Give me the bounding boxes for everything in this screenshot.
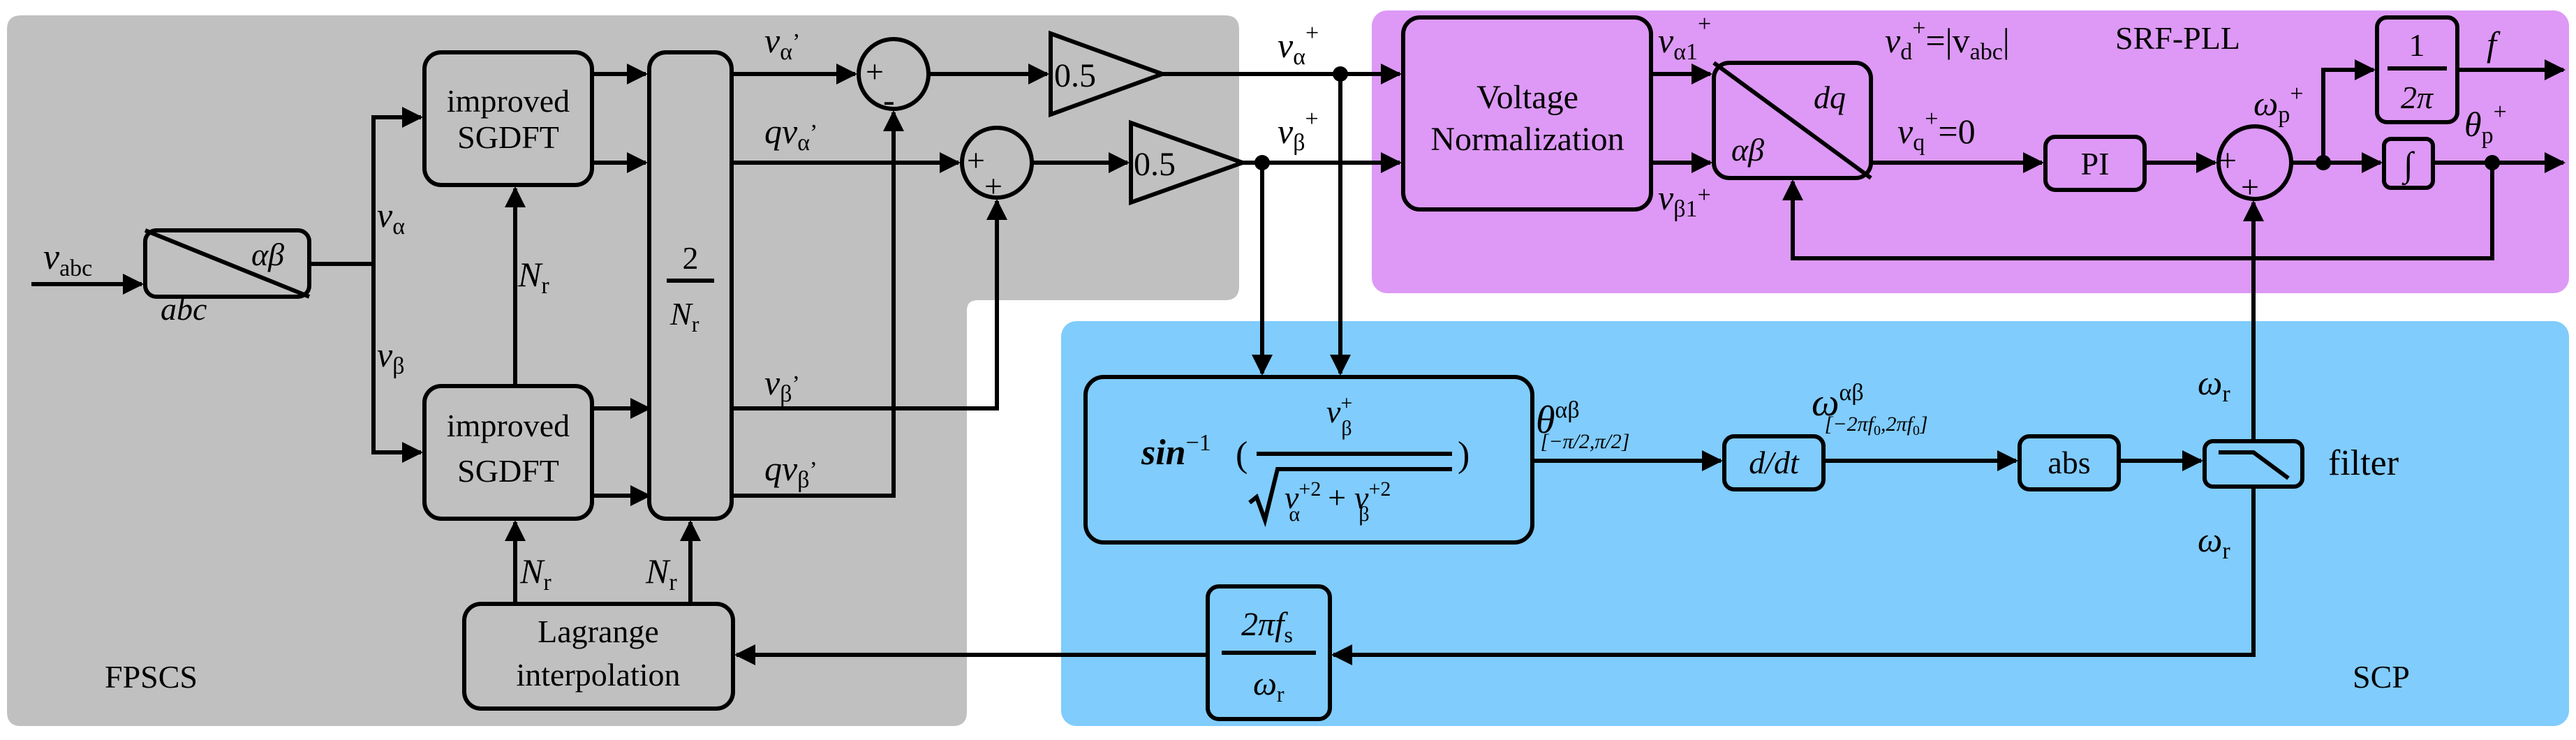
- sgdft-top-block: [422, 50, 594, 187]
- voltage-normalization-block: [1401, 15, 1653, 212]
- arcsin-open-paren: (: [1236, 435, 1248, 475]
- fpscs-region: [7, 15, 1239, 726]
- sum-pll-sign-b: +: [2241, 169, 2259, 205]
- filter-label: filter: [2328, 443, 2399, 483]
- sum-pll-sign-a: +: [2219, 142, 2237, 178]
- filter-icon: [2219, 450, 2290, 480]
- divide-nr-block: [647, 50, 734, 521]
- arcsin-close-paren: ): [1458, 435, 1470, 475]
- sum-top-sign-a: +: [866, 54, 884, 89]
- label-v-beta-prime: vβ’: [764, 363, 800, 407]
- label-qv-alpha-prime: qvα’: [764, 112, 817, 156]
- integrator-label: ∫: [2401, 145, 2415, 186]
- sgdft-bottom-line2: SGDFT: [457, 453, 559, 489]
- junction-omega: [2316, 155, 2331, 170]
- gain-top-label: 0.5: [1054, 57, 1096, 94]
- filter-block: [2203, 439, 2304, 489]
- junction-beta: [1254, 155, 1270, 170]
- gain-top: [1049, 30, 1169, 118]
- junction-theta: [2485, 155, 2500, 170]
- label-omega-p-plus: ωp+: [2253, 81, 2304, 128]
- clarke-diagonal: [144, 228, 311, 299]
- label-omega-r-bottom: ωr: [2198, 520, 2230, 564]
- label-nr-lagrange-1: Nr: [519, 552, 552, 595]
- nr-calc-num: 2πfs: [1241, 606, 1293, 647]
- lagrange-block: [462, 602, 735, 711]
- lagrange-line2: interpolation: [516, 657, 680, 693]
- label-theta-ab: θαβ[−π/2,π/2]: [1536, 397, 1629, 453]
- scp-label: SCP: [2353, 659, 2410, 695]
- label-qv-beta-prime: qvβ’: [764, 449, 817, 493]
- label-omega-r-top: ωr: [2198, 363, 2230, 407]
- label-v-alpha-prime: vα’: [764, 21, 800, 65]
- junction-alpha: [1333, 66, 1348, 82]
- divide-nr-den: Nr: [669, 296, 699, 336]
- label-v-beta1-plus: vβ1+: [1658, 178, 1711, 222]
- park-diagonal: [1712, 61, 1872, 180]
- label-nr-mid: Nr: [517, 255, 549, 299]
- sgdft-top-line2: SGDFT: [457, 119, 559, 155]
- label-v-abc: vabc: [43, 237, 92, 281]
- srf-pll-region: [1372, 10, 2569, 293]
- label-v-beta: vβ: [377, 335, 405, 379]
- sgdft-bottom-block: [422, 384, 594, 521]
- gain-bottom: [1129, 119, 1249, 206]
- gain-2pi-den: 2π: [2401, 80, 2434, 115]
- label-omega-ab: ωαβ[−2πf0,2πf0]: [1812, 380, 1928, 438]
- connections: [31, 59, 2566, 665]
- srf-pll-label: SRF-PLL: [2115, 20, 2240, 56]
- label-v-beta-plus: vβ+: [1278, 106, 1319, 156]
- lagrange-line1: Lagrange: [538, 614, 659, 649]
- clarke-top-label: αβ: [251, 237, 284, 272]
- voltage-norm-line1: Voltage: [1476, 79, 1578, 116]
- label-vd-eq: vd+=|vabc|: [1885, 15, 2010, 65]
- gain-2pi-num: 1: [2409, 27, 2425, 63]
- label-v-alpha: vα: [377, 195, 405, 239]
- sgdft-top-line1: improved: [447, 83, 570, 119]
- arcsin-num: v+β: [1326, 392, 1352, 440]
- pi-label: PI: [2081, 146, 2110, 182]
- sum-bottom-sign-a: +: [967, 142, 985, 178]
- label-vq-eq: vq+=0: [1897, 106, 1976, 156]
- park-bottom-label: αβ: [1731, 132, 1764, 168]
- ddt-label: d/dt: [1749, 445, 1800, 480]
- label-nr-lagrange-2: Nr: [645, 552, 677, 595]
- arcsin-fn: sin−1: [1141, 430, 1211, 473]
- sum-top-sign-b: -: [883, 80, 895, 119]
- sgdft-bottom-line1: improved: [447, 408, 570, 443]
- voltage-norm-line2: Normalization: [1430, 121, 1624, 158]
- divide-nr-num: 2: [683, 240, 699, 276]
- clarke-bottom-label: abc: [161, 291, 207, 327]
- gain-bottom-label: 0.5: [1134, 146, 1176, 183]
- label-v-alpha1-plus: vα1+: [1658, 11, 1711, 65]
- label-v-alpha-plus: vα+: [1278, 20, 1319, 70]
- fpscs-label: FPSCS: [105, 659, 198, 695]
- label-theta-p-plus: θp+: [2464, 99, 2507, 149]
- park-top-label: dq: [1814, 80, 1846, 115]
- nr-calc-den: ωr: [1253, 665, 1285, 706]
- sum-bottom-sign-b: +: [984, 168, 1002, 204]
- arcsin-sqrt: [1248, 467, 1452, 528]
- abs-label: abs: [2048, 445, 2090, 480]
